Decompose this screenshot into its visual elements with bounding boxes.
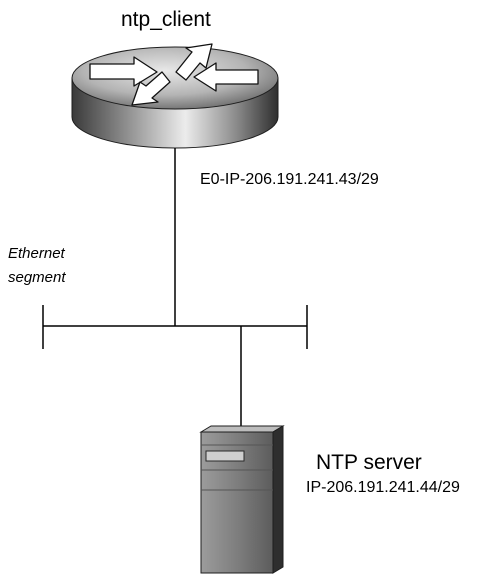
router-interface-label: E0-IP-206.191.241.43/29 — [200, 171, 379, 188]
router-name-label: ntp_client — [121, 8, 211, 31]
router-icon — [71, 43, 279, 149]
segment-label-line2: segment — [8, 269, 66, 286]
connection-lines — [42, 148, 308, 426]
segment-label-line1: Ethernet — [8, 245, 65, 262]
server-icon — [199, 425, 285, 574]
server-name-label: NTP server — [316, 451, 422, 474]
server-ip-label: IP-206.191.241.44/29 — [306, 479, 460, 496]
